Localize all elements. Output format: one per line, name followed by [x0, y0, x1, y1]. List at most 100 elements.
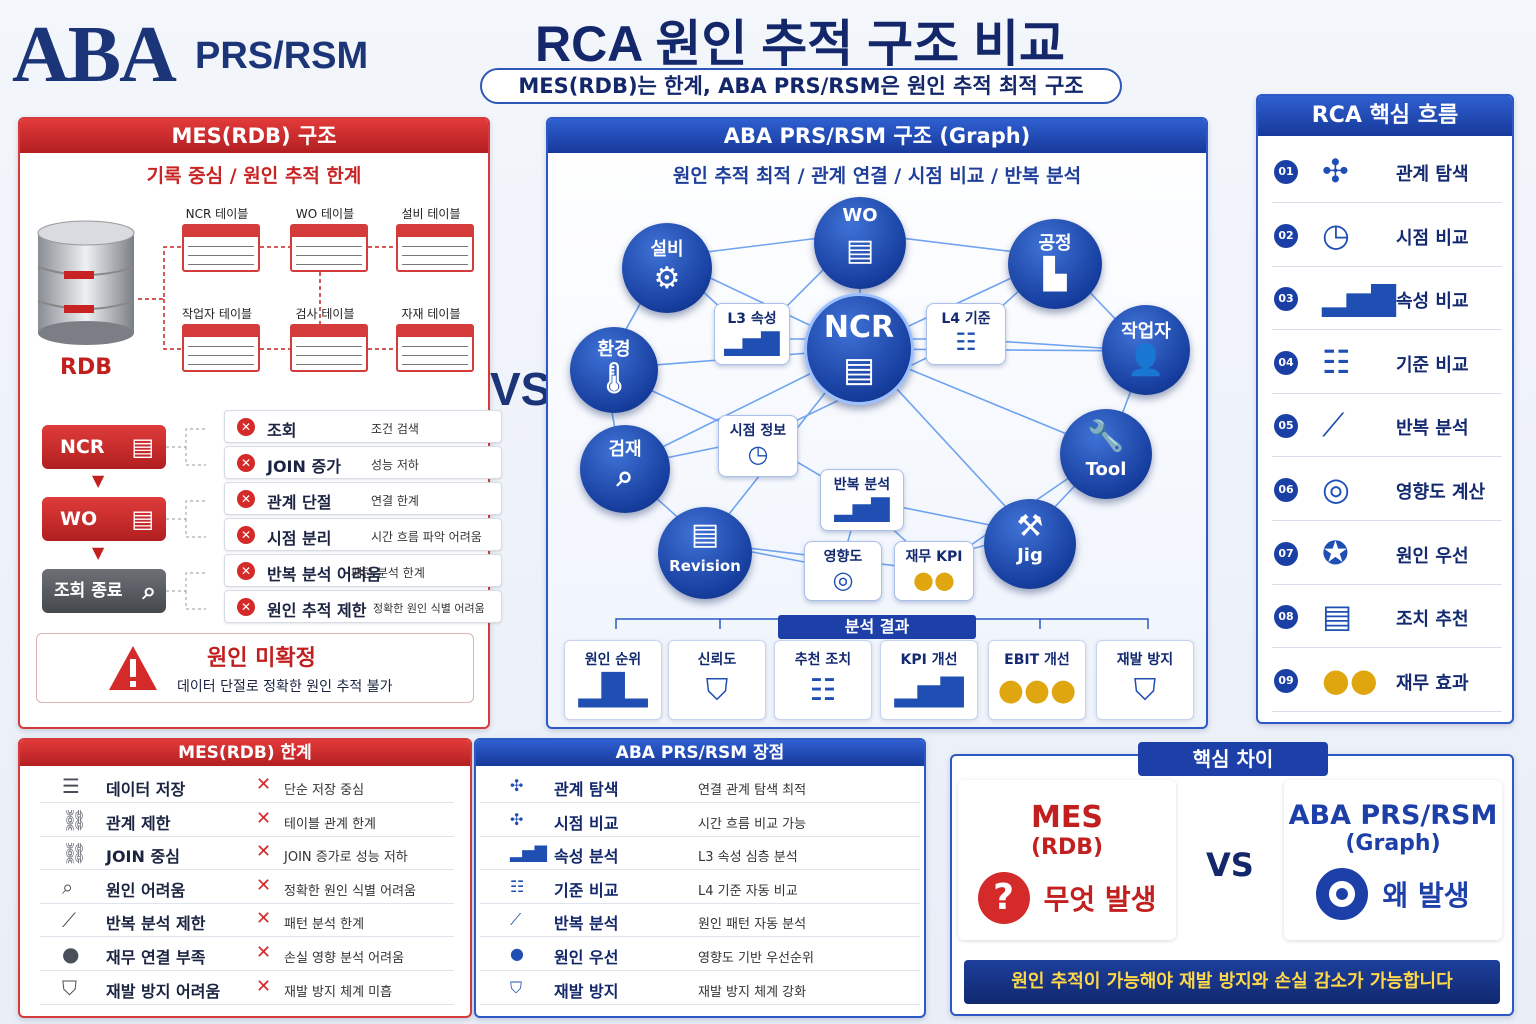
- table-icon: [182, 224, 260, 272]
- shield-check-icon: ⛉: [1133, 673, 1157, 708]
- warning-text: 데이터 단절로 정확한 원인 추적 불가: [177, 679, 393, 695]
- rca-flow-item[interactable]: 03▂▅▇속성 비교: [1272, 267, 1502, 331]
- thermometer-icon: 🌡: [594, 361, 634, 396]
- node-revision[interactable]: ▤Revision: [658, 507, 752, 599]
- chain-icon: ⛓: [62, 841, 88, 866]
- node-ncr-center[interactable]: NCR▤: [804, 293, 914, 405]
- x-icon: ✕: [256, 841, 272, 863]
- aba-advantages-title: ABA PRS/RSM 장점: [476, 740, 924, 766]
- flow-query-end: 조회 종료⌕: [42, 569, 166, 613]
- diff-vs-label: VS: [1206, 846, 1254, 884]
- node-tool[interactable]: 🔧Tool: [1060, 409, 1152, 499]
- checklist-icon: ☷: [510, 876, 525, 896]
- rca-flow-item[interactable]: 08▤조치 추천: [1272, 585, 1502, 649]
- result-prevention[interactable]: 재발 방지⛉: [1096, 640, 1194, 720]
- aba-diff-title: ABA PRS/RSM: [1288, 800, 1498, 831]
- document-icon: ▤: [690, 517, 720, 552]
- result-rank[interactable]: 원인 순위▂█▂: [564, 640, 662, 720]
- node-equipment[interactable]: 설비⚙: [622, 223, 712, 313]
- node-inspection[interactable]: 검재⌕: [580, 425, 670, 513]
- box-l3-attr[interactable]: L3 속성▂▅▇: [714, 303, 790, 365]
- rca-flow-item[interactable]: 07✪원인 우선: [1272, 522, 1502, 585]
- network-icon: ✣: [1322, 152, 1349, 190]
- logo-subtitle: PRS/RSM: [195, 35, 369, 77]
- mes-limits-title: MES(RDB) 한계: [20, 740, 470, 766]
- result-kpi[interactable]: KPI 개선▂▅▇: [880, 640, 978, 720]
- table-icon: [396, 324, 474, 372]
- node-jig[interactable]: ⚒Jig: [984, 499, 1076, 589]
- limit-row: ⟋반복 분석 제한✕패턴 분석 한계: [40, 904, 454, 938]
- database-icon: ☰: [62, 774, 80, 798]
- advantage-desc: L3 속성 심층 분석: [698, 850, 798, 866]
- checklist-icon: ☷: [955, 328, 977, 356]
- node-environment[interactable]: 환경🌡: [570, 327, 658, 413]
- x-icon: ✕: [256, 874, 272, 896]
- rdb-label: RDB: [60, 355, 112, 380]
- advantage-desc: 재발 방지 체계 강화: [698, 984, 807, 1000]
- rca-flow-item[interactable]: 04☷기준 비교: [1272, 331, 1502, 394]
- table-label: 자재 테이블: [401, 307, 461, 321]
- x-icon: ✕: [237, 598, 255, 616]
- line-chart-icon: ⟋: [510, 910, 522, 930]
- aba-logo: ABA: [12, 11, 177, 99]
- box-finance-kpi[interactable]: 재무 KPI●●: [894, 541, 974, 601]
- factory-icon: ▙: [1043, 257, 1067, 292]
- rca-flow-item[interactable]: 01✣관계 탐색: [1272, 140, 1502, 203]
- step-label: 시점 비교: [1396, 227, 1469, 249]
- target-icon: ◎: [832, 566, 854, 594]
- advantage-desc: 원인 패턴 자동 분석: [698, 917, 807, 933]
- limit-desc: 테이블 관계 한계: [284, 816, 376, 832]
- x-icon: ✕: [237, 490, 255, 508]
- rca-flow-item[interactable]: 05⟋반복 분석: [1272, 394, 1502, 458]
- coins-icon: ●●: [913, 566, 955, 594]
- mes-diff-question: 무엇 발생: [1043, 883, 1157, 916]
- node-worker[interactable]: 작업자👤: [1102, 305, 1190, 395]
- table-icon: [396, 224, 474, 272]
- clock-icon: ◷: [747, 440, 769, 468]
- advantage-desc: 시간 흐름 비교 가능: [698, 816, 807, 832]
- key-difference-title: 핵심 차이: [1138, 742, 1328, 776]
- x-icon: ✕: [237, 454, 255, 472]
- box-time-info[interactable]: 시점 정보◷: [718, 415, 798, 477]
- x-icon: ✕: [256, 908, 272, 930]
- limit-desc: 패턴 분석 한계: [284, 917, 365, 933]
- shield-check-icon: ⛉: [510, 977, 523, 997]
- limit-name: 원인 어려움: [106, 880, 186, 900]
- box-repeat[interactable]: 반복 분석▂▅▇: [820, 469, 904, 531]
- box-impact[interactable]: 영향도◎: [804, 541, 882, 601]
- rca-flow-item[interactable]: 09●●재무 효과: [1272, 649, 1502, 712]
- table-icon: [290, 324, 368, 372]
- box-l4-std[interactable]: L4 기준☷: [926, 303, 1006, 365]
- arrow-down-icon: ▼: [92, 543, 105, 562]
- wrench-icon: 🔧: [1087, 419, 1125, 454]
- analysis-result-title: 분석 결과: [778, 615, 976, 639]
- aba-diff-question: 왜 발생: [1382, 879, 1470, 912]
- mes-diff-sub: (RDB): [1030, 835, 1104, 860]
- magnifier-icon: ⌕: [616, 459, 634, 494]
- rca-flow-item[interactable]: 06◎영향도 계산: [1272, 458, 1502, 521]
- table-label: 작업자 테이블: [181, 307, 253, 321]
- page-title: RCA 원인 추적 구조 비교: [534, 16, 1066, 72]
- result-ebit[interactable]: EBIT 개선●●●: [988, 640, 1086, 720]
- aba-diff-card: ABA PRS/RSM (Graph) 왜 발생: [1284, 780, 1502, 940]
- warning-box: 원인 미확정 데이터 단절로 정확한 원인 추적 불가: [36, 633, 474, 703]
- graph-panel-title: ABA PRS/RSM 구조 (Graph): [548, 119, 1206, 153]
- result-reliability[interactable]: 신뢰도⛉: [668, 640, 766, 720]
- medal-icon: ✪: [1322, 533, 1349, 572]
- limit-name: 데이터 저장: [106, 780, 186, 799]
- limit-desc: 단순 저장 중심: [284, 783, 365, 798]
- page-subtitle: MES(RDB)는 한계, ABA PRS/RSM은 원인 추적 최적 구조: [480, 68, 1122, 104]
- rca-flow-item[interactable]: 02◷시점 비교: [1272, 204, 1502, 267]
- warning-icon: [109, 646, 157, 690]
- target-icon: [1316, 868, 1369, 920]
- node-wo[interactable]: WO▤: [814, 197, 906, 289]
- node-process[interactable]: 공정▙: [1008, 219, 1102, 309]
- mes-panel-subtitle: 기록 중심 / 원인 추적 한계: [146, 165, 362, 187]
- coins-icon: ●: [510, 944, 524, 963]
- result-action[interactable]: 추천 조치☷: [774, 640, 872, 720]
- step-number: 07: [1274, 541, 1298, 566]
